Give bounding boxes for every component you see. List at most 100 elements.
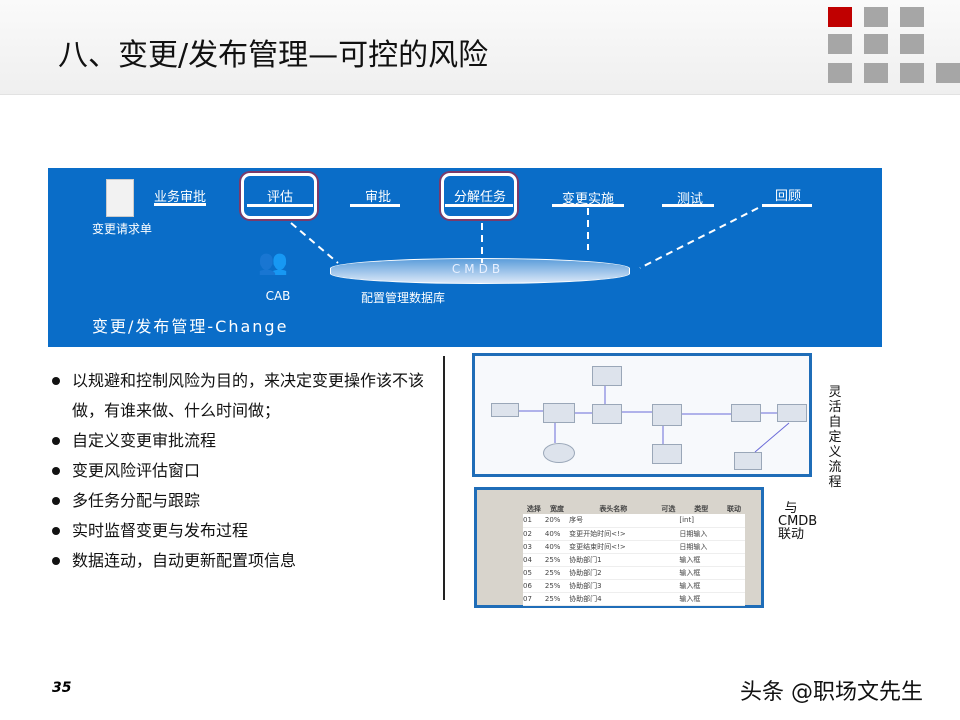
table-cell[interactable]	[723, 579, 745, 593]
bullet-item: 以规避和控制风险为目的，来决定变更操作该不该做，有谁来做、什么时间做；	[50, 366, 440, 426]
table-cell: 02	[523, 527, 545, 541]
flow-node	[734, 452, 762, 470]
flow-node	[592, 404, 622, 424]
flow-node	[652, 404, 682, 426]
logo-square	[864, 63, 888, 83]
step-label: 分解任务	[453, 190, 506, 205]
highlight-box	[441, 173, 517, 219]
header: 八、变更/发布管理—可控的风险	[0, 0, 960, 95]
table-cell: 06	[523, 579, 545, 593]
cmdb-db-label: 配置管理数据库	[360, 291, 445, 305]
bullet-item: 自定义变更审批流程	[50, 426, 440, 456]
people-icon: 👥	[258, 248, 288, 276]
table-cell: 变更开始时间<!>	[569, 527, 658, 541]
divider	[443, 356, 445, 600]
logo-square	[828, 63, 852, 83]
table-cell[interactable]	[723, 540, 745, 554]
table-cell[interactable]: 40%	[544, 540, 570, 554]
table-cell: 03	[523, 540, 545, 554]
flow-node	[543, 403, 575, 423]
cab-label: CAB	[265, 289, 291, 303]
bullet-list: 以规避和控制风险为目的，来决定变更操作该不该做，有谁来做、什么时间做； 自定义变…	[50, 366, 440, 576]
workflow-screenshot	[472, 353, 812, 477]
underline	[445, 204, 513, 207]
column-header: 联动	[727, 505, 742, 513]
table-cell[interactable]: [int]	[679, 514, 724, 528]
step-label: 评估	[266, 190, 293, 205]
logo-square	[900, 7, 924, 27]
table-cell[interactable]: 20%	[544, 514, 570, 528]
document-icon	[106, 179, 134, 217]
table-cell: 协助部门4	[569, 592, 658, 606]
underline	[662, 204, 714, 207]
page-title: 八、变更/发布管理—可控的风险	[58, 38, 489, 73]
table-side-label: 与CMDB联动	[778, 501, 818, 542]
highlight-box	[241, 173, 317, 219]
table-cell[interactable]	[657, 579, 680, 593]
table-cell[interactable]	[657, 540, 680, 554]
table-cell[interactable]: 25%	[544, 553, 570, 567]
underline	[762, 204, 812, 207]
table-cell[interactable]: 输入框	[679, 553, 724, 567]
cmdb-label: CMDB	[451, 262, 505, 276]
column-header: 选择	[526, 505, 541, 513]
page-number: 35	[52, 680, 72, 696]
logo-square	[864, 7, 888, 27]
table-cell[interactable]	[723, 566, 745, 580]
table-cell[interactable]: 25%	[544, 566, 570, 580]
table-cell[interactable]: 25%	[544, 592, 570, 606]
flow-node	[543, 443, 575, 463]
table-cell[interactable]: 25%	[544, 579, 570, 593]
table-cell[interactable]	[657, 553, 680, 567]
logo-square	[900, 63, 924, 83]
column-header: 表头名称	[599, 505, 628, 513]
bullet-item: 变更风险评估窗口	[50, 456, 440, 486]
table-cell: 序号	[569, 514, 658, 528]
table-cell[interactable]: 日期输入	[679, 527, 724, 541]
request-label: 变更请求单	[91, 222, 152, 236]
bullet-item: 数据连动，自动更新配置项信息	[50, 546, 440, 576]
logo-square	[828, 34, 852, 54]
table-cell[interactable]: 输入框	[679, 566, 724, 580]
table-cell: 协助部门1	[569, 553, 658, 567]
table-cell[interactable]: 输入框	[679, 592, 724, 606]
logo-square	[936, 63, 960, 83]
table-cell[interactable]	[657, 527, 680, 541]
logo-square	[864, 34, 888, 54]
column-header: 宽度	[550, 505, 564, 513]
table-cell[interactable]	[723, 553, 745, 567]
flow-node	[731, 404, 761, 422]
table-cell: 05	[523, 566, 545, 580]
underline	[154, 203, 206, 206]
cmdb-database-icon	[330, 258, 630, 284]
table-cell[interactable]	[723, 514, 745, 528]
column-header: 可选	[661, 505, 676, 513]
table-cell[interactable]: 输入框	[679, 579, 724, 593]
table-cell[interactable]: 40%	[544, 527, 570, 541]
table-cell[interactable]	[657, 566, 680, 580]
table-cell: 变更结束时间<!>	[569, 540, 658, 554]
step-label: 回顾	[774, 189, 801, 204]
table-cell: 07	[523, 592, 545, 606]
step-label: 测试	[676, 192, 703, 207]
table-cell[interactable]	[723, 527, 745, 541]
change-process-banner: 变更请求单 业务审批 评估 审批 分解任务 变更实施 测试 回顾 👥 CAB C…	[48, 168, 882, 347]
flow-node	[491, 403, 519, 417]
step-label: 变更实施	[561, 192, 614, 207]
table-cell[interactable]	[723, 592, 745, 606]
underline	[350, 204, 400, 207]
flow-node	[652, 444, 682, 464]
table-cell[interactable]: 日期输入	[679, 540, 724, 554]
table-cell[interactable]	[657, 514, 680, 528]
flow-side-label: 灵活自定义流程	[828, 385, 842, 490]
table-cell[interactable]	[657, 592, 680, 606]
step-label: 审批	[364, 190, 391, 205]
banner-caption: 变更/发布管理-Change	[92, 317, 289, 336]
underline	[247, 204, 313, 207]
